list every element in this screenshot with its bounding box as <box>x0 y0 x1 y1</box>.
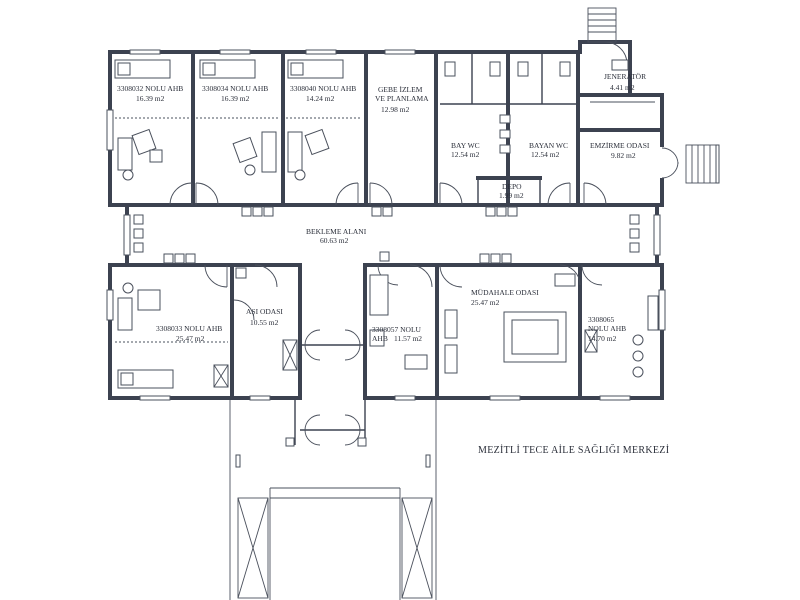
interior-walls <box>191 50 664 400</box>
room-area-bayanwc: 12.54 m2 <box>531 150 560 159</box>
room-name-ahb33: 3308033 NOLU AHB <box>156 324 222 333</box>
room-area-bekleme: 60.63 m2 <box>320 236 349 245</box>
room-name-gebe-2: VE PLANLAMA <box>375 94 429 103</box>
room-area-ahb32: 16.39 m2 <box>136 94 165 103</box>
entrance-vestibule <box>285 329 367 447</box>
room-labels: 3308032 NOLU AHB 16.39 m2 3308034 NOLU A… <box>117 72 650 343</box>
room-name-ahb65-2: NOLU AHB <box>588 324 626 333</box>
room-area-jenerator: 4.41 m2 <box>610 83 635 92</box>
entrance-canopy <box>229 398 437 600</box>
room-name-bayanwc: BAYAN WC <box>529 141 568 150</box>
room-name-ahb32: 3308032 NOLU AHB <box>117 84 183 93</box>
room-area-baywc: 12.54 m2 <box>451 150 480 159</box>
room-area-ahb40: 14.24 m2 <box>306 94 335 103</box>
room-area-asi: 10.55 m2 <box>250 318 279 327</box>
room-area-ahb57: 11.57 m2 <box>394 334 422 343</box>
room-name-asi: AŞI ODASI <box>246 307 283 316</box>
room-name-depo: DEPO <box>502 182 522 191</box>
room-name-ahb57-1: 3308057 NOLU <box>372 325 422 334</box>
windows <box>106 49 666 401</box>
room-name-emzirme: EMZİRME ODASI <box>590 141 650 150</box>
room-area-mudahale: 25.47 m2 <box>471 298 500 307</box>
plan-title: MEZİTLİ TECE AİLE SAĞLIĞI MERKEZİ <box>478 444 669 456</box>
room-area-ahb33: 25.47 m2 <box>176 334 205 343</box>
room-name-bekleme: BEKLEME ALANI <box>306 227 367 236</box>
furniture-upper <box>114 59 655 181</box>
furniture-lower <box>115 267 659 389</box>
room-name-ahb34: 3308034 NOLU AHB <box>202 84 268 93</box>
exterior-stairs <box>587 7 720 184</box>
doors <box>169 41 679 321</box>
room-name-jenerator: JENERATÖR <box>604 72 646 81</box>
room-name-ahb65-1: 3308065 <box>588 315 615 324</box>
room-area-emzirme: 9.82 m2 <box>611 151 636 160</box>
room-name-mudahale: MÜDAHALE ODASI <box>471 288 539 297</box>
room-name-ahb57-2: AHB <box>372 334 388 343</box>
room-area-ahb65: 14.70 m2 <box>588 334 617 343</box>
room-name-gebe-1: GEBE İZLEM <box>378 85 423 94</box>
room-area-depo: 1.99 m2 <box>499 191 524 200</box>
waiting-chairs <box>133 206 640 264</box>
room-area-gebe: 12.98 m2 <box>381 105 410 114</box>
room-name-baywc: BAY WC <box>451 141 480 150</box>
room-name-ahb40: 3308040 NOLU AHB <box>290 84 356 93</box>
room-area-ahb34: 16.39 m2 <box>221 94 250 103</box>
